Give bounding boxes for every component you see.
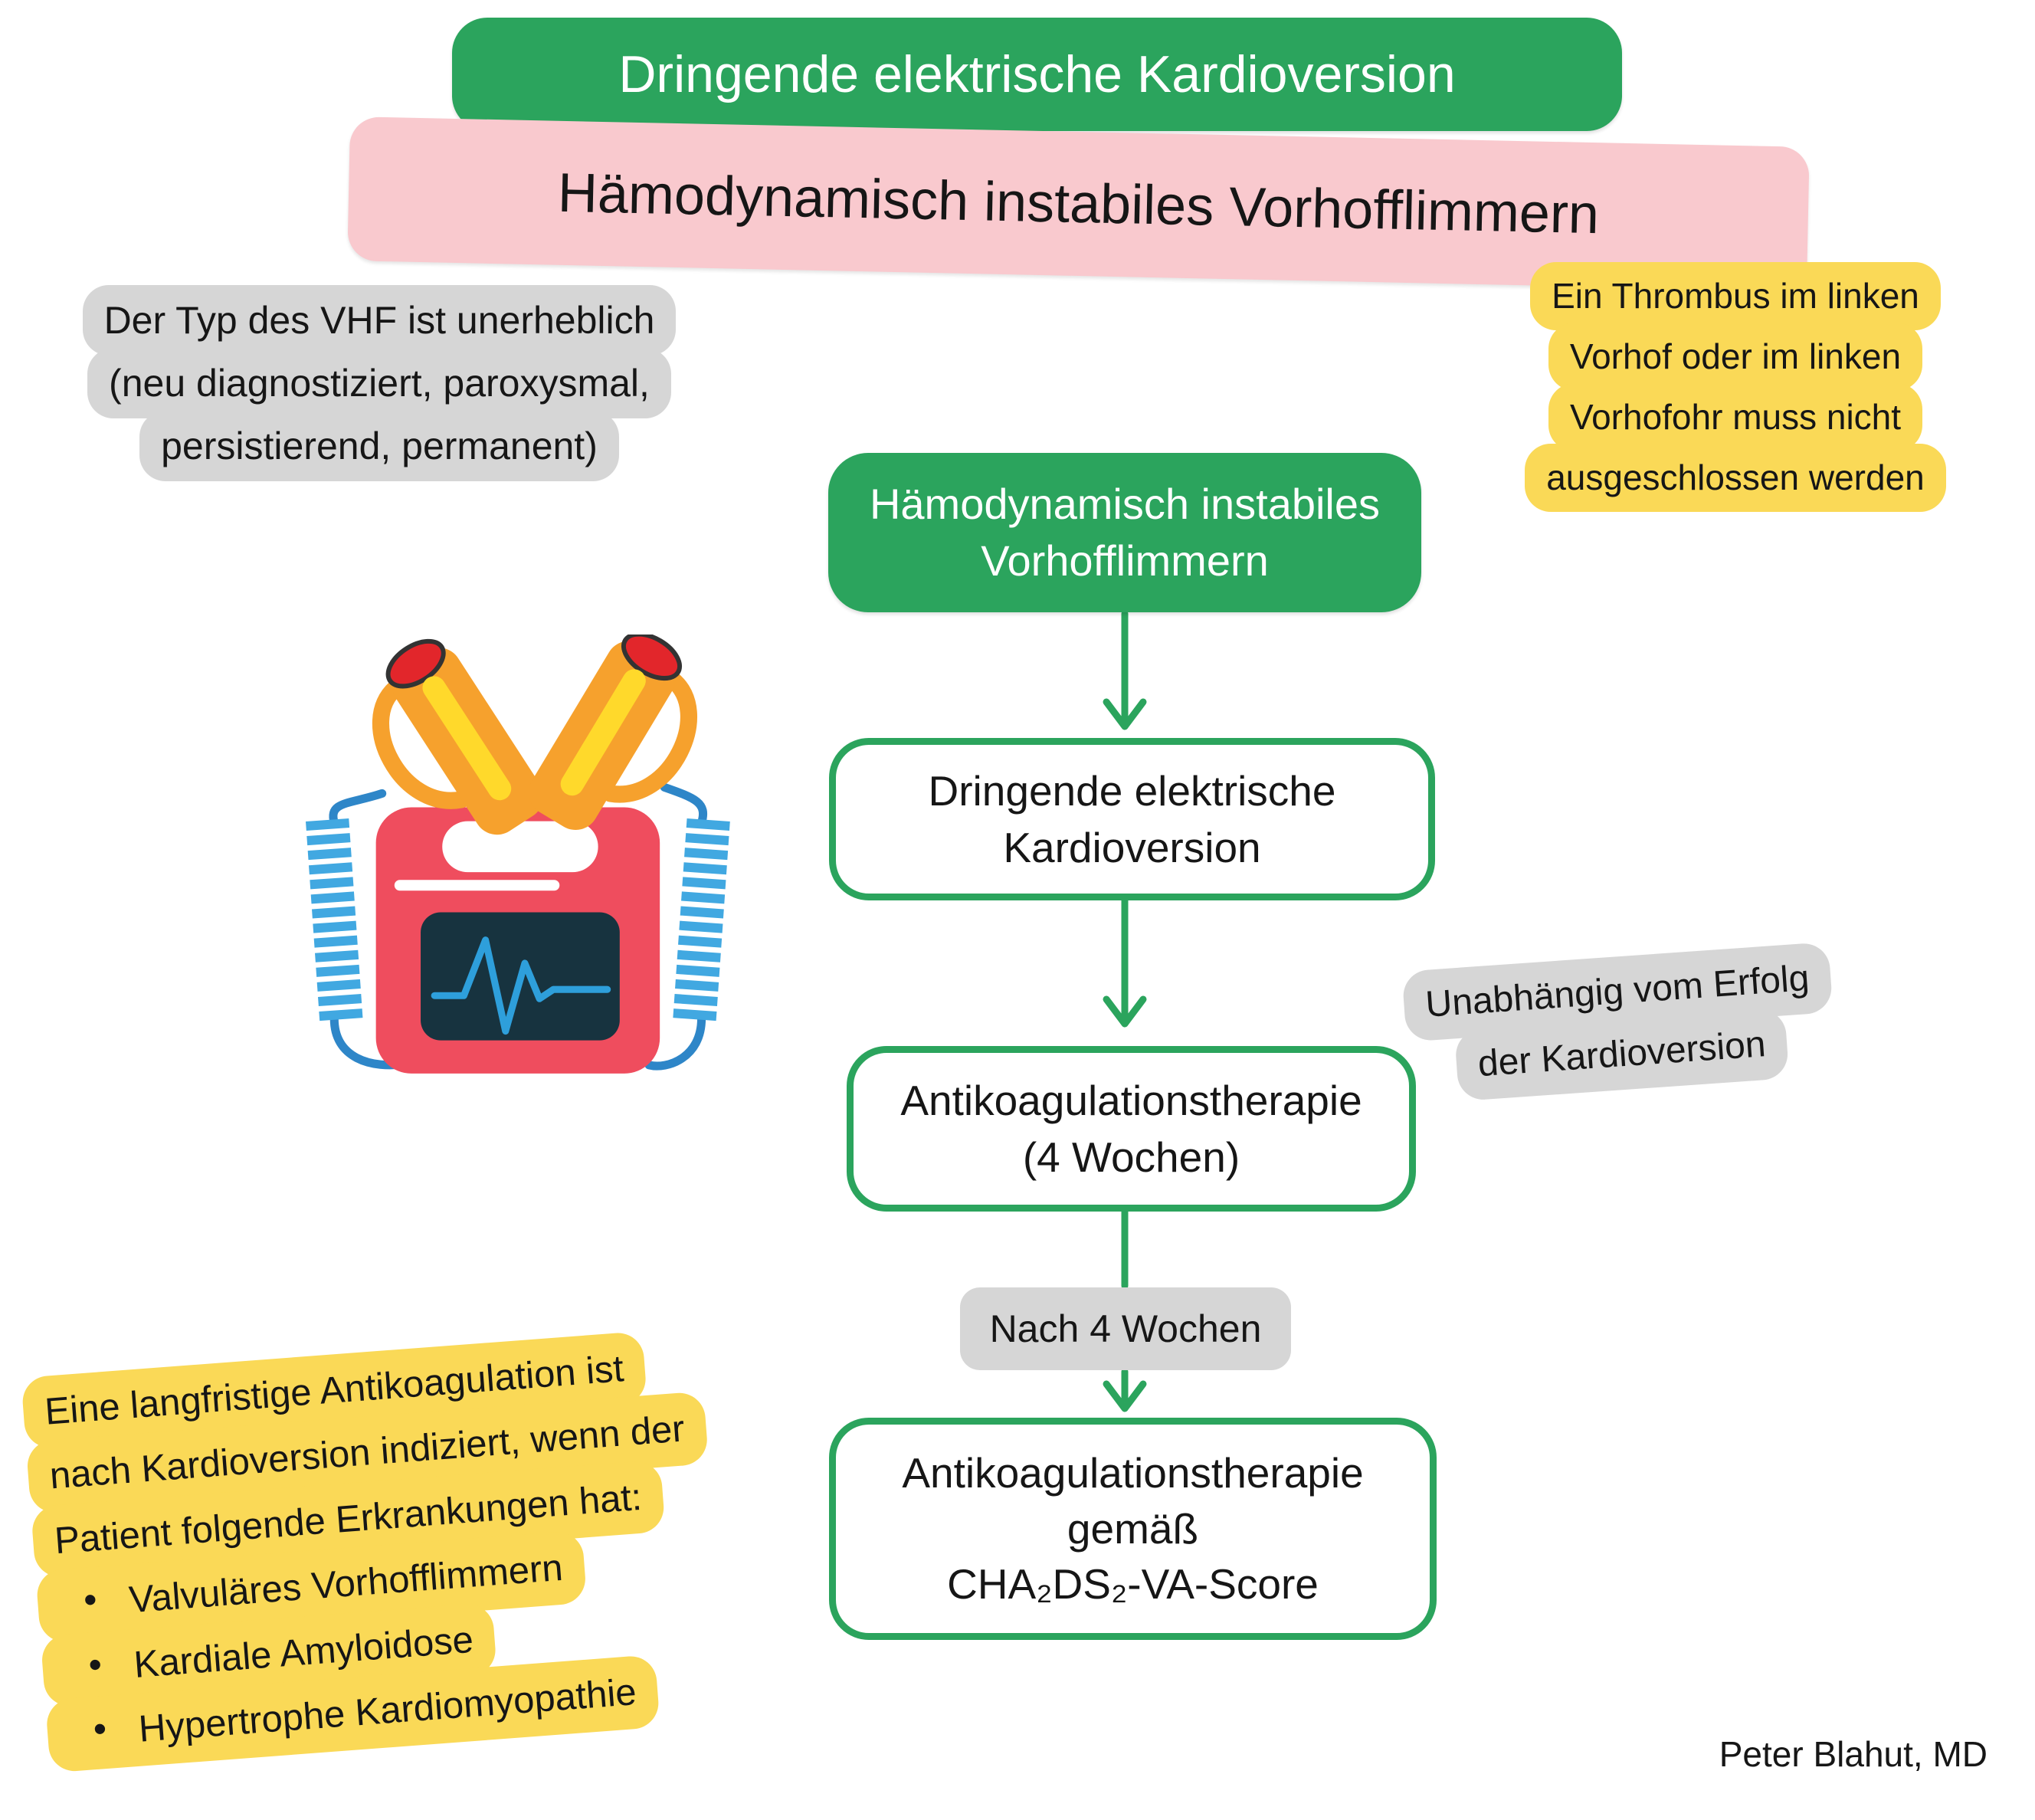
box-line: Vorhofflimmern [981, 536, 1269, 585]
box-line: gemäß [1067, 1504, 1199, 1553]
note-line: Vorhof oder im linken [1444, 323, 2027, 391]
cable-lines [329, 782, 708, 1071]
label-after-4-weeks: Nach 4 Wochen [960, 1287, 1291, 1370]
box-line: Hämodynamisch instabiles [869, 480, 1381, 529]
ecg-trace-icon [431, 936, 611, 1035]
subtitle-text: Hämodynamisch instabiles Vorhofflimmern [557, 162, 1600, 246]
note-vhf-type: Der Typ des VHF ist unerheblich (neu dia… [15, 285, 743, 481]
note-line: (neu diagnostiziert, paroxysmal, [15, 348, 743, 418]
arrowhead-icon [1103, 698, 1147, 730]
coil-left [306, 818, 363, 1027]
title-text: Dringende elektrische Kardioversion [618, 45, 1456, 103]
bullet-dot: • [87, 1644, 103, 1687]
note-line: ausgeschlossen werden [1444, 444, 2027, 512]
defib-body [375, 807, 660, 1074]
paddle-handle [601, 671, 697, 803]
box-line: Antikoagulationstherapie [902, 1449, 1364, 1497]
bullet-dot: • [91, 1708, 109, 1751]
handle-cutout [442, 821, 598, 873]
paddle-handle [372, 679, 470, 809]
note-longterm-anticoagulation: Eine langfristige Antikoagulation ist na… [21, 1317, 968, 1773]
defibrillator-illustration [306, 635, 730, 1074]
author-signature: Peter Blahut, MD [1719, 1734, 1987, 1774]
title-banner: Dringende elektrische Kardioversion [452, 18, 1622, 131]
label-text: Nach 4 Wochen [989, 1307, 1262, 1350]
flow-box-anticoagulation-score: Antikoagulationstherapie gemäß CHA₂DS₂-V… [829, 1418, 1437, 1640]
arrowhead-icon [1103, 1380, 1147, 1412]
note-independent-of-success: Unabhängig vom Erfolg der Kardioversion [1355, 942, 1884, 1108]
box-line: Dringende elektrische [928, 766, 1336, 815]
note-line: Vorhofohr muss nicht [1444, 383, 2027, 451]
note-line: Der Typ des VHF ist unerheblich [15, 285, 743, 356]
bullet-dot: • [82, 1579, 99, 1622]
note-line: persistierend, permanent) [15, 411, 743, 481]
paddle-stripe [560, 669, 646, 796]
arrowhead-icon [1103, 995, 1147, 1028]
flow-box-cardioversion: Dringende elektrische Kardioversion [829, 738, 1435, 900]
box-line: Kardioversion [1003, 824, 1261, 871]
coil-right [672, 818, 730, 1027]
box-line: Antikoagulationstherapie [900, 1076, 1362, 1124]
box-line: (4 Wochen) [1022, 1133, 1240, 1181]
flow-box-start: Hämodynamisch instabiles Vorhofflimmern [828, 453, 1421, 612]
paddle-stripe [422, 676, 512, 801]
paddle-right [528, 635, 697, 831]
vent-line [394, 880, 560, 891]
note-line: Ein Thrombus im linken [1444, 262, 2027, 330]
note-thrombus: Ein Thrombus im linken Vorhof oder im li… [1444, 262, 2027, 512]
paddle-left [372, 638, 544, 835]
paddle-button [385, 638, 446, 689]
flow-box-anticoagulation-4w: Antikoagulationstherapie (4 Wochen) [847, 1046, 1416, 1212]
paddle-button [621, 635, 683, 681]
box-line: CHA₂DS₂-VA-Score [947, 1560, 1319, 1608]
